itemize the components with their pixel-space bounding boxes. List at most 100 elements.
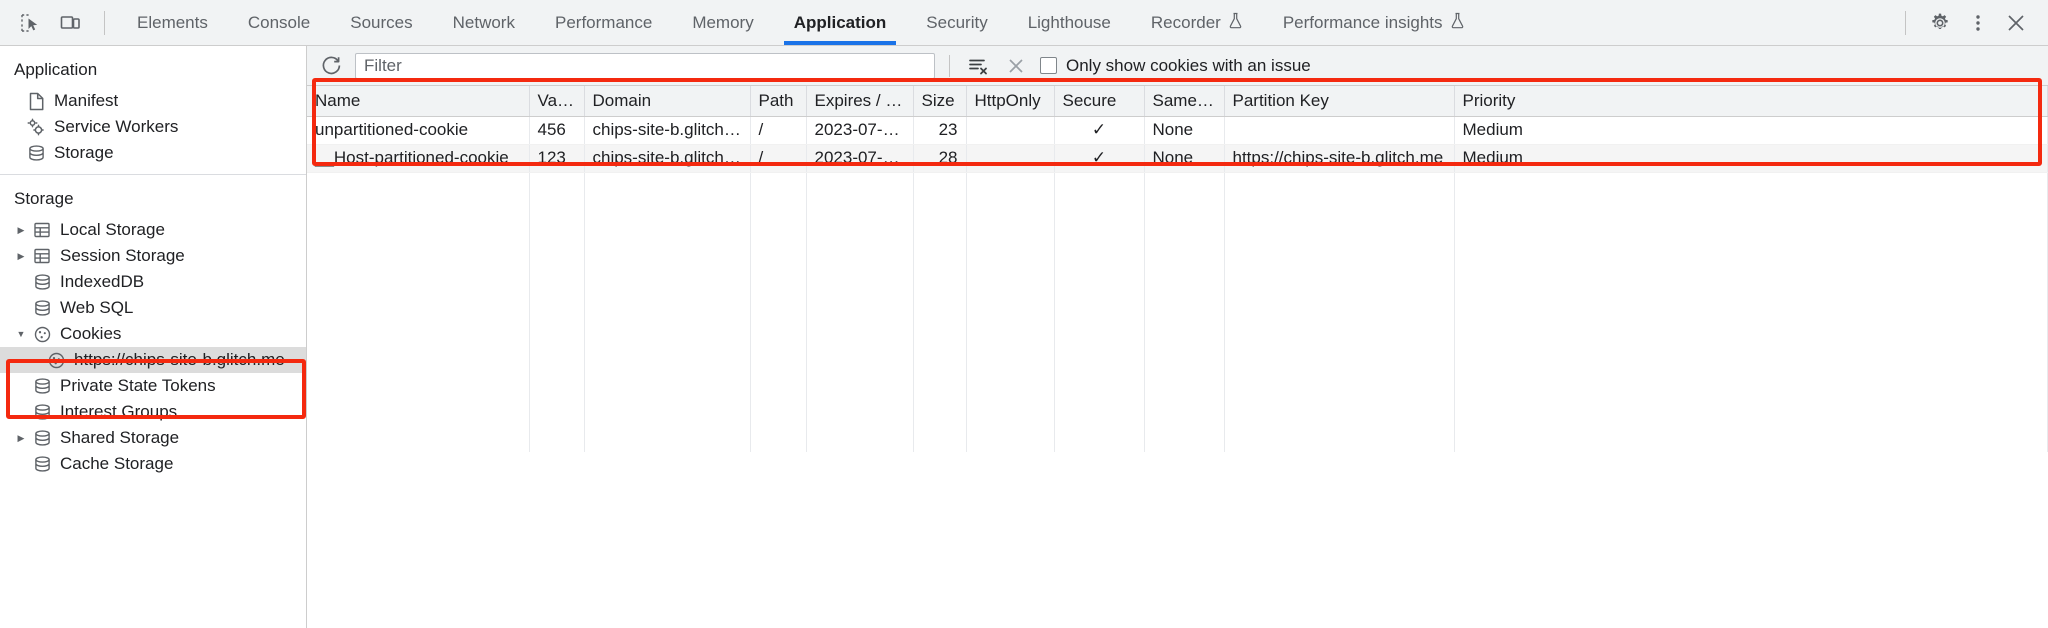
chevron-right-icon[interactable]: ▶ [17,224,25,235]
column-header-value[interactable]: Value [529,86,585,117]
cell-samesite: None [1144,144,1225,173]
sidebar-item-manifest[interactable]: Manifest [0,88,306,114]
sidebar-item-interest-groups[interactable]: ▶ Interest Groups [0,399,306,425]
sidebar-item-label: Local Storage [60,220,165,239]
cell-priority: Medium [1454,144,2048,173]
more-vertical-icon[interactable] [1960,5,1996,41]
column-header-priority[interactable]: Priority [1454,86,2048,117]
experiment-flask-icon [1450,12,1465,34]
sidebar-item-private-state-tokens[interactable]: ▶ Private State Tokens [0,373,306,399]
column-header-expires[interactable]: Expires / M… [806,86,914,117]
cell-samesite: None [1144,116,1225,145]
sidebar-item-label: IndexedDB [60,272,145,291]
column-header-samesite[interactable]: SameSite [1144,86,1225,117]
tab-console[interactable]: Console [228,0,330,45]
cell-path: / [750,116,807,145]
sidebar-item-label: Shared Storage [60,428,180,447]
application-sidebar: Application Manifest [0,46,307,628]
tab-application[interactable]: Application [774,0,907,45]
tab-label: Performance insights [1282,12,1443,32]
cookies-table-wrap: Name Value Domain Path Expires / M… Size… [307,86,2048,628]
table-icon [30,246,54,266]
chevron-right-icon[interactable]: ▶ [17,250,25,261]
column-header-httponly[interactable]: HttpOnly [966,86,1055,117]
column-header-secure[interactable]: Secure [1054,86,1145,117]
device-toolbar-icon[interactable] [52,5,88,41]
tab-label: Console [247,12,311,32]
table-empty-row [307,284,2048,312]
toolbar-divider [949,54,950,77]
sidebar-item-label: Cookies [60,324,122,343]
cell-partition-key: https://chips-site-b.glitch.me [1224,144,1455,173]
cell-expires: 2023-07-07… [806,116,914,145]
sidebar-item-label: Interest Groups [60,402,178,421]
tabbar-divider-right [1905,10,1906,35]
column-header-size[interactable]: Size [913,86,967,117]
sidebar-item-indexeddb[interactable]: ▶ IndexedDB [0,269,306,295]
tabbar-left-tools [0,0,117,45]
database-icon [30,428,54,448]
database-icon [30,272,54,292]
clear-all-cookies-icon[interactable] [1002,52,1030,80]
sidebar-item-storage[interactable]: Storage [0,140,306,166]
sidebar-item-service-workers[interactable]: Service Workers [0,114,306,140]
table-empty-row [307,228,2048,256]
sidebar-item-label: Private State Tokens [60,376,216,395]
tab-lighthouse[interactable]: Lighthouse [1008,0,1131,45]
cookies-panel: Only show cookies with an issue Name Val… [307,46,2048,628]
tab-network[interactable]: Network [433,0,535,45]
column-header-name[interactable]: Name [307,86,530,117]
sidebar-item-shared-storage[interactable]: ▶ Shared Storage [0,425,306,451]
table-icon [30,220,54,240]
cell-name: unpartitioned-cookie [307,116,530,145]
sidebar-section-title: Application [14,60,98,79]
checkbox-box[interactable] [1040,57,1057,74]
sidebar-item-cookies[interactable]: ▼ Cookies [0,321,306,347]
sidebar-item-cookie-origin[interactable]: https://chips-site-b.glitch.me [0,347,306,373]
database-icon [30,298,54,318]
column-header-path[interactable]: Path [750,86,807,117]
table-row[interactable]: unpartitioned-cookie 456 chips-site-b.gl… [307,116,2048,145]
close-icon[interactable] [1998,5,2034,41]
sidebar-item-label: https://chips-site-b.glitch.me [74,350,285,369]
cell-httponly [966,116,1055,145]
table-header-row: Name Value Domain Path Expires / M… Size… [307,86,2048,117]
table-empty-row [307,312,2048,340]
tab-sources[interactable]: Sources [330,0,432,45]
tab-performance-insights[interactable]: Performance insights [1263,0,1485,45]
sidebar-section-title: Storage [14,189,74,208]
only-show-issues-checkbox[interactable]: Only show cookies with an issue [1040,56,1311,76]
column-header-partition-key[interactable]: Partition Key [1224,86,1455,117]
table-row[interactable]: __Host-partitioned-cookie 123 chips-site… [307,144,2048,173]
cell-partition-key [1224,116,1455,145]
tabbar-divider [104,10,105,35]
table-empty-row [307,256,2048,284]
tab-performance[interactable]: Performance [535,0,672,45]
sidebar-item-label: Manifest [54,91,119,110]
cell-path: / [750,144,807,173]
chevron-right-icon[interactable]: ▶ [17,432,25,443]
sidebar-item-local-storage[interactable]: ▶ Local Storage [0,217,306,243]
sidebar-item-session-storage[interactable]: ▶ Session Storage [0,243,306,269]
inspect-element-icon[interactable] [12,5,48,41]
database-icon [30,454,54,474]
tab-security[interactable]: Security [906,0,1007,45]
gears-icon [24,117,48,137]
tab-elements[interactable]: Elements [117,0,228,45]
cell-domain: chips-site-b.glitch.me [584,144,751,173]
clear-filtered-cookies-icon[interactable] [964,52,992,80]
cell-size: 23 [913,116,967,145]
sidebar-item-cache-storage[interactable]: ▶ Cache Storage [0,451,306,477]
tab-memory[interactable]: Memory [672,0,773,45]
gear-icon[interactable] [1922,5,1958,41]
filter-input[interactable] [355,52,935,79]
database-icon [30,376,54,396]
column-header-domain[interactable]: Domain [584,86,751,117]
tab-recorder[interactable]: Recorder [1131,0,1263,45]
database-icon [30,402,54,422]
sidebar-item-web-sql[interactable]: ▶ Web SQL [0,295,306,321]
refresh-icon[interactable] [317,52,345,80]
panel-tabs: Elements Console Sources Network Perform… [117,0,1899,45]
chevron-down-icon[interactable]: ▼ [16,329,26,339]
